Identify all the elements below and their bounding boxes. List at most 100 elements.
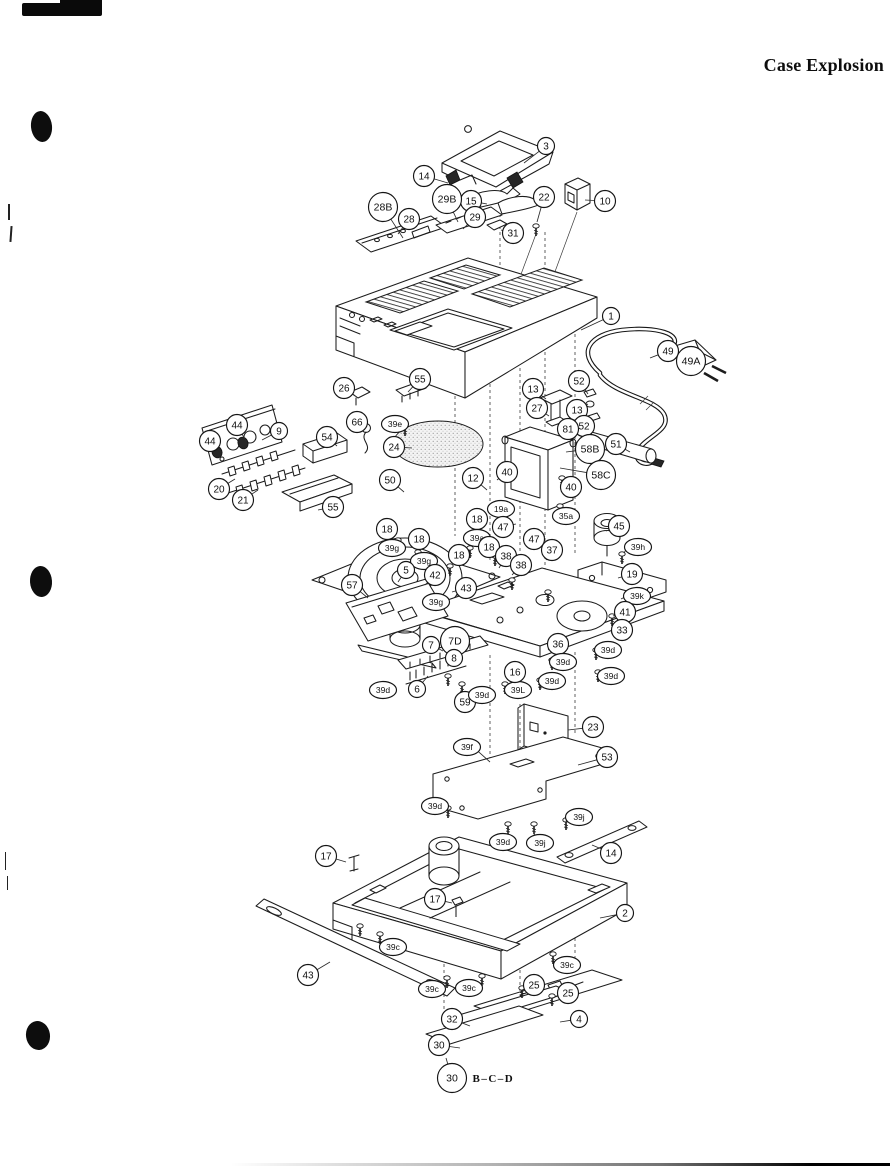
callout-7: 7 — [421, 635, 444, 655]
svg-text:44: 44 — [231, 421, 243, 432]
callout-12: 12 — [461, 466, 488, 491]
callout-17: 17 — [314, 844, 347, 868]
callout-39h: 39h — [623, 537, 653, 557]
callout-39g: 39g — [377, 538, 407, 558]
power-transformer — [501, 426, 577, 511]
svg-text:39e: 39e — [388, 419, 402, 429]
callout-44: 44 — [225, 413, 249, 442]
callout-17: 17 — [423, 887, 453, 911]
svg-text:15: 15 — [465, 197, 477, 208]
svg-text:3: 3 — [543, 142, 549, 153]
svg-text:39d: 39d — [545, 676, 559, 686]
callout-39j: 39j — [564, 807, 594, 827]
callout-22: 22 — [532, 185, 556, 223]
svg-text:1: 1 — [608, 312, 614, 323]
svg-text:39j: 39j — [534, 838, 545, 848]
svg-text:14: 14 — [418, 172, 430, 183]
svg-text:37: 37 — [546, 546, 558, 557]
svg-text:41: 41 — [619, 608, 631, 619]
callout-39d: 39d — [596, 666, 626, 686]
callout-39L: 39L — [503, 680, 533, 700]
callout-14: 14 — [412, 164, 449, 188]
callout-58B: 58B — [565, 433, 606, 465]
svg-text:39d: 39d — [601, 645, 615, 655]
bottom-case — [332, 836, 628, 980]
svg-text:14: 14 — [605, 849, 617, 860]
svg-text:39k: 39k — [630, 591, 644, 601]
svg-text:39g: 39g — [385, 543, 399, 553]
svg-text:40: 40 — [565, 483, 577, 494]
svg-text:29B: 29B — [438, 194, 457, 206]
callout-39d: 39d — [488, 829, 518, 852]
callout-39f: 39f — [452, 737, 491, 763]
svg-text:39d: 39d — [556, 657, 570, 667]
pin-17-center — [451, 896, 464, 917]
svg-text:25: 25 — [562, 989, 574, 1000]
callout-5: 5 — [396, 560, 416, 583]
callout-28: 28 — [397, 207, 421, 235]
edge-mark — [5, 852, 6, 870]
standoff-cylinder — [428, 836, 460, 886]
svg-text:2: 2 — [622, 909, 628, 920]
svg-text:8: 8 — [451, 654, 457, 665]
svg-text:28B: 28B — [374, 202, 393, 214]
svg-text:44: 44 — [204, 437, 216, 448]
callout-53: 53 — [577, 745, 619, 769]
svg-text:19: 19 — [626, 570, 638, 581]
slide-strip-14 — [556, 820, 648, 864]
svg-text:81: 81 — [562, 425, 574, 436]
callout-66: 66 — [345, 410, 369, 434]
callout-29B: 29B — [431, 183, 463, 223]
part-26 — [349, 386, 371, 406]
svg-text:39d: 39d — [376, 685, 390, 695]
svg-text:13: 13 — [527, 385, 539, 396]
svg-text:7: 7 — [428, 641, 434, 652]
callout-18: 18 — [477, 535, 501, 559]
page-title: Case Explosion — [763, 55, 884, 75]
callout-49: 49 — [649, 339, 680, 363]
callout-39d: 39d — [593, 640, 623, 660]
pin-17-left — [348, 854, 360, 872]
svg-text:18: 18 — [483, 543, 495, 554]
svg-text:33: 33 — [616, 626, 628, 637]
callout-39k: 39k — [620, 586, 652, 606]
callout-39d: 39d — [548, 652, 578, 672]
cassette-lid — [441, 125, 554, 192]
callout-39c: 39c — [378, 937, 408, 957]
svg-text:55: 55 — [327, 503, 339, 514]
svg-text:18: 18 — [381, 525, 393, 536]
svg-text:47: 47 — [528, 535, 540, 546]
callout-42: 42 — [423, 563, 447, 587]
callout-57: 57 — [340, 573, 369, 599]
scan-artifact-bar-2 — [60, 0, 102, 5]
callout-32: 32 — [440, 1007, 471, 1031]
cover-55 — [281, 474, 353, 512]
callout-24: 24 — [382, 435, 413, 459]
svg-text:55: 55 — [414, 375, 426, 386]
callout-1: 1 — [580, 306, 621, 331]
svg-text:53: 53 — [601, 753, 613, 764]
svg-text:47: 47 — [497, 523, 509, 534]
callout-18: 18 — [447, 543, 471, 567]
svg-text:52: 52 — [573, 377, 585, 388]
svg-text:36: 36 — [552, 640, 564, 651]
callout-25: 25 — [521, 973, 546, 997]
svg-text:21: 21 — [237, 496, 249, 507]
callout-50: 50 — [378, 468, 405, 493]
callout-54: 54 — [315, 425, 339, 449]
callout-39d: 39d — [368, 680, 398, 700]
callout-6: 6 — [407, 675, 429, 699]
svg-text:59: 59 — [459, 698, 471, 709]
svg-text:18: 18 — [453, 551, 465, 562]
svg-text:19a: 19a — [494, 504, 508, 514]
svg-text:12: 12 — [467, 474, 479, 485]
callout-28B: 28B — [367, 191, 404, 239]
callout-39d: 39d — [467, 685, 497, 705]
svg-text:39c: 39c — [560, 960, 574, 970]
svg-text:50: 50 — [384, 476, 396, 487]
svg-text:38: 38 — [500, 552, 512, 563]
svg-text:42: 42 — [429, 571, 441, 582]
screw — [531, 223, 541, 237]
